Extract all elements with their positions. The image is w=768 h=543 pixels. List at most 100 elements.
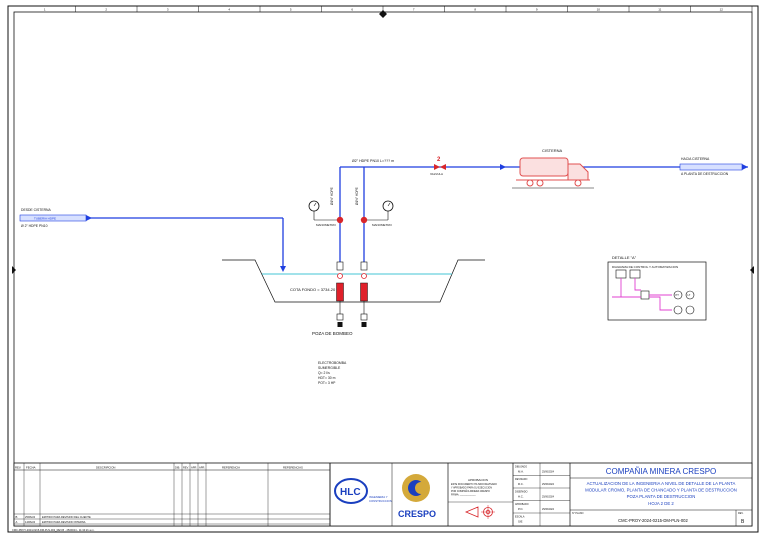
intake-label-2: TUBERIA HDPE — [34, 216, 56, 220]
main-pipe-label: Ø2" HDPE PN10 L=??? m — [352, 159, 394, 163]
approval-line-1: Y APROBADO PARA SU EJECUCION — [451, 487, 492, 490]
truck-wheel-2 — [536, 179, 544, 187]
rev-header-6: APR. — [199, 466, 205, 470]
intake-label-3: Ø 2" HDPE PN10 — [21, 224, 48, 228]
pump-right — [360, 261, 368, 327]
truck-tank — [519, 157, 569, 177]
truck-label: CISTERNA — [542, 148, 563, 153]
zone-mark-label: 7 — [413, 8, 415, 12]
pump-left — [336, 261, 344, 327]
gauge-left: MANOMETRO — [308, 200, 340, 227]
rev-header-2: DESCRIPCION — [96, 466, 115, 470]
signature-block: DIBUJADO REVISADO DISEÑADO APROBADO ESCA… — [512, 463, 571, 526]
zone-mark-label: 2 — [105, 8, 107, 12]
approval-line-2: POR COMPAÑIA MINERA CRESPO — [451, 490, 490, 493]
detail-subtitle: DIAGRAMA DE CONTROL Y AUTOMATIZACION — [612, 265, 678, 269]
sign-date-1: 25/06/2024 — [542, 483, 555, 486]
gauge-left-label: MANOMETRO — [316, 223, 336, 227]
hlc-logo: HLC INGENIERIA Y CONSTRUCCION — [329, 463, 392, 526]
detail-a: DETALLE "A" DIAGRAMA DE CONTROL Y AUTOMA… — [607, 255, 707, 321]
rev-header-8: REFERENCIAS — [283, 466, 303, 470]
detail-tag-1: PT — [676, 293, 680, 297]
truck-wheel-3 — [574, 179, 582, 187]
note-line-1: SUMERGIBLE — [318, 366, 341, 370]
sign-label-0: DIBUJADO — [515, 466, 527, 469]
approval-line-3: FIRMA: ____________ — [451, 494, 476, 497]
panel-icon — [629, 269, 641, 279]
intake-drop-arrow-icon — [280, 266, 286, 272]
sign-name-2: H.C. — [518, 495, 524, 499]
sign-date-0: 25/06/2024 — [542, 471, 555, 474]
valve-label: VALVULA — [430, 172, 443, 176]
signal-line-3 — [634, 278, 641, 291]
gauge-right-label: MANOMETRO — [372, 223, 392, 227]
zone-mark-label: 6 — [351, 8, 353, 12]
approval-line-0: ESTE DOCUMENTO HA SIDO REVISADO — [451, 483, 497, 486]
rev-header-3: DIB. — [175, 466, 180, 470]
approval-title: APROBACION — [468, 478, 488, 482]
projection-symbol-icon — [464, 505, 495, 519]
zone-mark-label: 3 — [167, 8, 169, 12]
intake-arrow-icon — [86, 215, 92, 221]
rev-label: REV. — [738, 512, 744, 515]
rev-row-1-date: 14/06/24 — [25, 520, 36, 524]
drawing-number: CMC-PROY-2024-0215-DM-PLN-002 — [618, 518, 688, 523]
rev-header-7: REFERENCIA — [222, 466, 240, 470]
header-valve-icon — [434, 164, 440, 170]
instrument-3-icon — [673, 305, 683, 315]
centre-mark-top — [379, 10, 387, 18]
crespo-logo: CRESPO — [391, 463, 436, 526]
check-valve-left-icon — [336, 216, 344, 224]
pumps-label: POZA DE BOMBEO — [312, 331, 353, 336]
controller-icon — [615, 269, 627, 279]
centre-mark-right — [750, 266, 754, 274]
rev-row-0-date: 25/06/24 — [25, 515, 36, 519]
zone-mark-label: 12 — [720, 8, 724, 12]
rev-header-5: APR. — [191, 466, 197, 470]
project-line-1: MODULAR CROMO, PLANTA DE CHANCADO Y PLAN… — [585, 488, 737, 493]
rev-value: B — [741, 519, 745, 525]
sign-name-0: M.A. — [518, 470, 524, 474]
valve-tag: 2 — [437, 157, 441, 163]
tanker-truck-icon: CISTERNA — [512, 148, 594, 189]
note-line-2: Q= 2 l/s — [318, 371, 330, 375]
rev-row-1-rev: A — [16, 520, 18, 524]
header-valve-icon-2 — [440, 164, 446, 170]
instrument-4-icon — [685, 305, 695, 315]
project-block: COMPAÑIA MINERA CRESPO ACTUALIZACION DE … — [570, 467, 752, 526]
title-block-frame — [13, 462, 753, 527]
sign-name-1: R.C. — [518, 482, 524, 486]
instrument-lt-icon — [685, 290, 695, 300]
sign-label-4: ESCALA — [515, 516, 525, 519]
outlet-label-2: A PLANTA DE DESTRUCCION — [681, 172, 729, 176]
sign-label-1: REVISADO — [515, 478, 527, 481]
sign-name-3: P.O. — [518, 507, 523, 511]
rev-row-0-rev: B — [16, 515, 18, 519]
zone-mark-label: 8 — [474, 8, 476, 12]
outlet-pipe-tag — [679, 163, 743, 171]
sign-date-3: 25/06/2024 — [542, 508, 555, 511]
signal-line-5 — [649, 296, 672, 311]
sign-name-4: S/E — [518, 520, 523, 524]
rev-row-1-desc: EMITIDO PARA REVISION INTERNA — [42, 520, 86, 524]
rev-row-0-desc: EMITIDO PARA REVISION DEL CLIENTE — [42, 515, 91, 519]
instrument-pt-icon — [673, 290, 683, 300]
pump-note: ELECTROBOMBA SUMERGIBLE Q= 2 l/s HDT= 30… — [318, 361, 347, 385]
project-line-0: ACTUALIZACION DE LA INGENIERIA A NIVEL D… — [587, 481, 736, 486]
check-valve-right-icon — [360, 216, 368, 224]
note-line-0: ELECTROBOMBA — [318, 361, 347, 365]
zone-mark-label: 11 — [658, 8, 661, 12]
truck-cab — [567, 163, 589, 181]
note-line-4: POT= 3 HP — [318, 381, 336, 385]
title-block: REV. FECHA DESCRIPCION DIB. REV. APR. AP… — [13, 462, 753, 527]
rev-header-1: FECHA — [26, 466, 36, 470]
hlc-caption-2: CONSTRUCCION — [369, 499, 392, 503]
project-line-3: HOJA 2 DE 2 — [648, 501, 674, 506]
gauge-right: MANOMETRO — [364, 200, 394, 227]
note-line-3: HDT= 30 m — [318, 376, 336, 380]
rev-header-4: REV. — [183, 466, 189, 470]
sign-label-2: DISEÑADO — [515, 491, 528, 494]
intake-label-1: DESDE CISTERNA — [21, 208, 52, 212]
footer-file-path: CMC-PROY-2024-0215-DM-PLN-002_REV.B - 25… — [12, 528, 95, 532]
